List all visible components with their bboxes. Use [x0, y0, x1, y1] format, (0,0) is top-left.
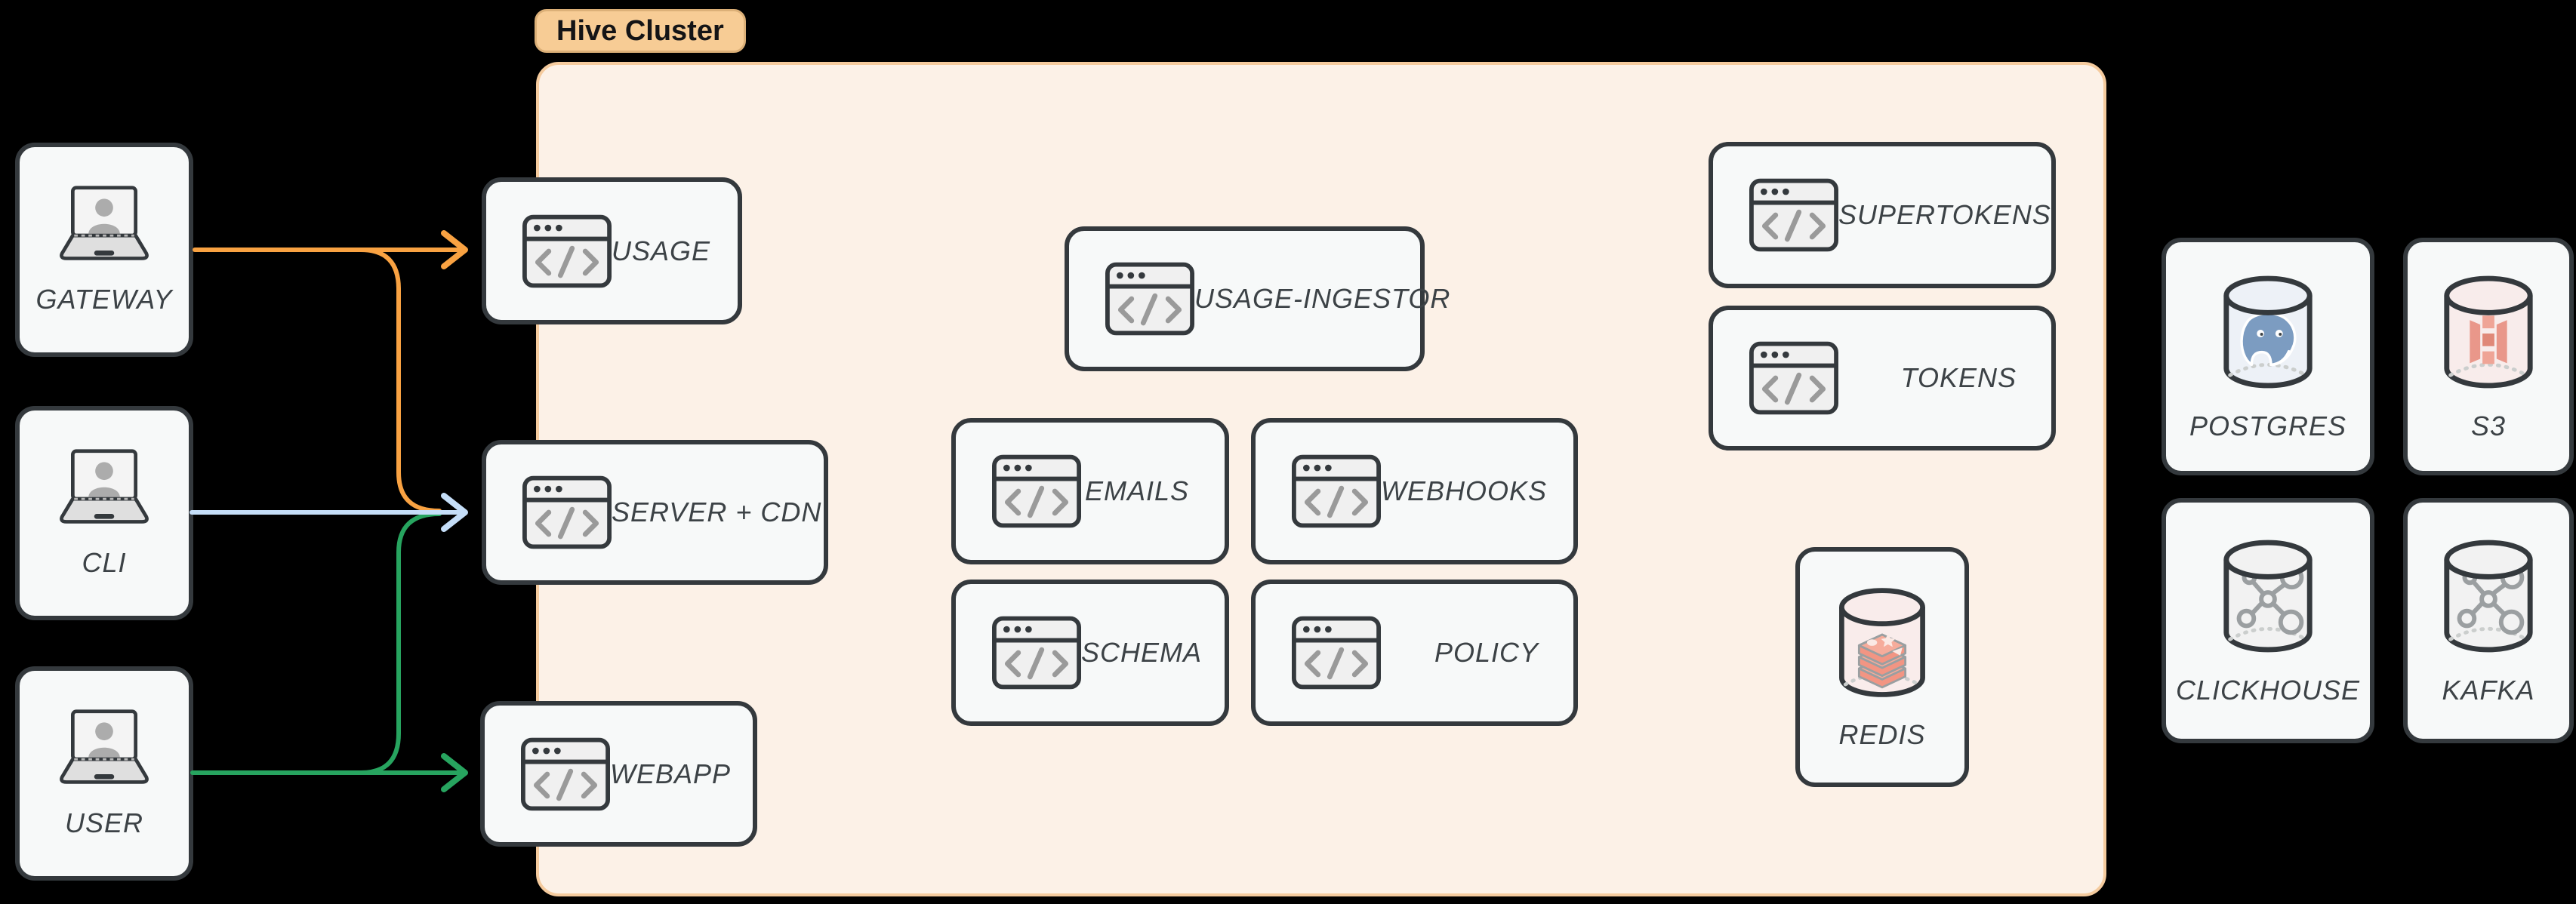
service-policy-label: POLICY	[1434, 637, 1539, 668]
browser-code-icon	[1292, 616, 1381, 690]
service-webhooks: WEBHOOKS	[1251, 418, 1578, 564]
arrowhead-usage	[441, 230, 468, 269]
service-usage-ingestor: USAGE-INGESTOR	[1065, 226, 1450, 371]
edge-gateway-servercdn	[359, 248, 442, 513]
service-emails-label: EMAILS	[1084, 475, 1190, 506]
service-webapp: WEBAPP	[480, 701, 757, 847]
arrowhead-servercdn	[441, 493, 468, 532]
browser-code-icon	[1105, 262, 1194, 336]
service-tokens-label: TOKENS	[1900, 362, 2017, 393]
browser-code-icon	[521, 737, 610, 811]
service-webapp-label: WEBAPP	[610, 758, 732, 789]
browser-code-icon	[1749, 341, 1838, 415]
browser-code-icon	[992, 454, 1081, 528]
datastore-s3-label: S3	[2470, 410, 2507, 441]
service-usage-ingestor-label: USAGE-INGESTOR	[1194, 283, 1451, 314]
service-redis-label: REDIS	[1838, 719, 1926, 750]
service-server-cdn: SERVER + CDN	[482, 440, 828, 585]
redis-database-icon	[1832, 583, 1933, 703]
datastore-clickhouse: CLICKHOUSE	[2162, 498, 2374, 743]
laptop-user-icon	[47, 447, 162, 527]
clickhouse-database-icon	[2216, 535, 2320, 658]
datastore-postgres: POSTGRES	[2162, 238, 2374, 475]
browser-code-icon	[1292, 454, 1381, 528]
datastore-kafka-label: KAFKA	[2442, 675, 2535, 706]
browser-code-icon	[522, 475, 612, 549]
client-cli: CLI	[15, 406, 193, 620]
service-tokens: TOKENS	[1709, 306, 2056, 450]
service-usage-label: USAGE	[612, 235, 711, 266]
browser-code-icon	[1749, 178, 1838, 252]
s3-database-icon	[2436, 271, 2541, 394]
laptop-user-icon	[47, 708, 162, 788]
hive-cluster-tag: Hive Cluster	[535, 9, 746, 53]
browser-code-icon	[992, 616, 1081, 690]
service-supertokens: SUPERTOKENS	[1709, 142, 2056, 288]
client-gateway-label: GATEWAY	[35, 284, 173, 315]
service-supertokens-label: SUPERTOKENS	[1838, 199, 2051, 230]
service-usage: USAGE	[482, 177, 742, 324]
client-cli-label: CLI	[82, 547, 127, 578]
service-schema: SCHEMA	[951, 580, 1229, 726]
client-user-label: USER	[64, 807, 144, 838]
service-server-cdn-label: SERVER + CDN	[612, 497, 822, 527]
postgres-database-icon	[2216, 271, 2320, 394]
service-schema-label: SCHEMA	[1081, 637, 1203, 668]
browser-code-icon	[522, 214, 612, 288]
edge-user-servercdn	[359, 512, 442, 775]
service-redis: REDIS	[1795, 547, 1969, 787]
laptop-user-icon	[47, 184, 162, 264]
datastore-kafka: KAFKA	[2403, 498, 2574, 743]
arrowhead-webapp	[441, 753, 468, 792]
client-gateway: GATEWAY	[15, 143, 193, 357]
datastore-postgres-label: POSTGRES	[2189, 410, 2347, 441]
service-emails: EMAILS	[951, 418, 1229, 564]
datastore-s3: S3	[2403, 238, 2574, 475]
kafka-database-icon	[2436, 535, 2541, 658]
service-policy: POLICY	[1251, 580, 1578, 726]
client-user: USER	[15, 666, 193, 881]
service-webhooks-label: WEBHOOKS	[1381, 475, 1548, 506]
datastore-clickhouse-label: CLICKHOUSE	[2175, 675, 2361, 706]
